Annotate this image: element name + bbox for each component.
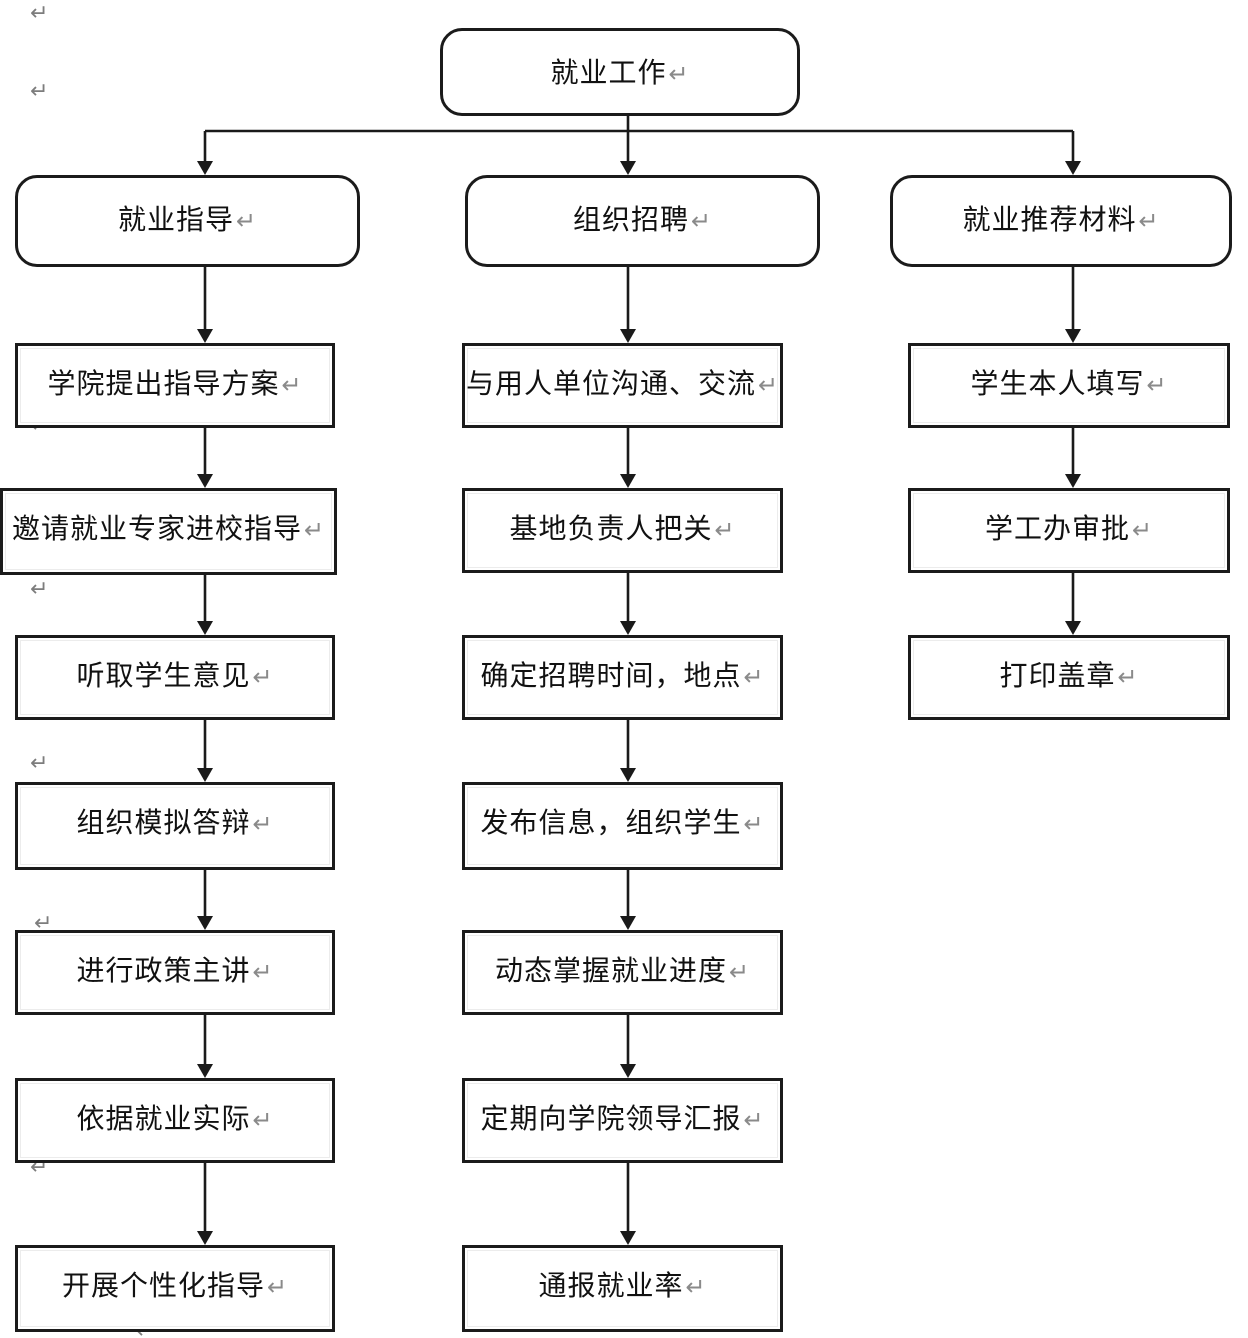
node-label: 邀请就业专家进校指导: [11, 513, 302, 544]
paragraph-mark-icon: ↵: [252, 1107, 274, 1134]
node-branch-recruitment: 组织招聘↵: [465, 175, 820, 267]
node-guidance-step-6: 依据就业实际↵: [15, 1078, 335, 1163]
node-recruitment-step-7: 通报就业率↵: [462, 1245, 783, 1332]
paragraph-mark-icon: ↵: [34, 910, 53, 935]
paragraph-mark-icon: ↵: [743, 811, 765, 838]
paragraph-mark-icon: ↵: [728, 959, 751, 986]
node-label: 就业推荐材料: [962, 204, 1137, 235]
paragraph-mark-icon: ↵: [30, 78, 49, 103]
node-guidance-step-5: 进行政策主讲↵: [15, 930, 335, 1015]
paragraph-mark-icon: ↵: [1146, 372, 1168, 399]
node-branch-guidance: 就业指导↵: [15, 175, 360, 267]
paragraph-mark-icon: ↵: [281, 372, 303, 399]
paragraph-mark-icon: ↵: [714, 517, 736, 544]
node-recruitment-step-1: 与用人单位沟通、交流↵: [462, 343, 783, 428]
node-guidance-step-2: 邀请就业专家进校指导↵: [0, 488, 337, 575]
node-guidance-step-7: 开展个性化指导↵: [15, 1245, 335, 1332]
node-label: 组织模拟答辩: [76, 807, 251, 838]
paragraph-mark-icon: ↵: [252, 811, 274, 838]
node-guidance-step-4: 组织模拟答辩↵: [15, 782, 335, 870]
node-root-label: 就业工作: [550, 57, 667, 88]
node-guidance-step-1: 学院提出指导方案↵: [15, 343, 335, 428]
node-branch-materials: 就业推荐材料↵: [890, 175, 1232, 267]
paragraph-mark-icon: ↵: [1117, 664, 1139, 691]
node-label: 确定招聘时间，地点: [480, 660, 742, 691]
node-label: 动态掌握就业进度: [494, 955, 727, 986]
node-label: 学生本人填写: [970, 368, 1145, 399]
node-label: 组织招聘: [572, 204, 689, 235]
paragraph-mark-icon: ↵: [30, 750, 49, 775]
node-label: 就业指导: [117, 204, 234, 235]
paragraph-mark-icon: ↵: [743, 1107, 765, 1134]
node-materials-step-3: 打印盖章↵: [908, 635, 1230, 720]
node-label: 进行政策主讲: [76, 955, 251, 986]
node-label: 学院提出指导方案: [47, 368, 280, 399]
paragraph-mark-icon: ↵: [252, 664, 274, 691]
paragraph-mark-icon: ↵: [743, 664, 765, 691]
node-label: 基地负责人把关: [509, 513, 713, 544]
node-label: 与用人单位沟通、交流: [465, 368, 756, 399]
node-recruitment-step-5: 动态掌握就业进度↵: [462, 930, 783, 1015]
paragraph-mark-icon: ↵: [690, 208, 713, 235]
node-label: 学工办审批: [984, 513, 1130, 544]
paragraph-mark-icon: ↵: [235, 208, 258, 235]
node-guidance-step-3: 听取学生意见↵: [15, 635, 335, 720]
node-materials-step-2: 学工办审批↵: [908, 488, 1230, 573]
paragraph-mark-icon: ↵: [252, 959, 274, 986]
paragraph-mark-icon: ↵: [757, 372, 780, 399]
node-label: 听取学生意见: [76, 660, 251, 691]
paragraph-mark-icon: ↵: [1138, 208, 1160, 235]
node-recruitment-step-4: 发布信息，组织学生↵: [462, 782, 783, 870]
paragraph-mark-icon: ↵: [303, 517, 326, 544]
paragraph-mark-icon: ↵: [685, 1274, 707, 1301]
node-label: 定期向学院领导汇报: [480, 1103, 742, 1134]
paragraph-mark-icon: ↵: [668, 61, 690, 88]
paragraph-mark-icon: ↵: [266, 1274, 289, 1301]
node-materials-step-1: 学生本人填写↵: [908, 343, 1230, 428]
node-label: 开展个性化指导: [61, 1270, 265, 1301]
node-recruitment-step-3: 确定招聘时间，地点↵: [462, 635, 783, 720]
paragraph-mark-icon: ↵: [30, 0, 49, 25]
node-label: 通报就业率: [538, 1270, 684, 1301]
node-label: 依据就业实际: [76, 1103, 251, 1134]
paragraph-mark-icon: ↵: [1131, 517, 1154, 544]
node-label: 发布信息，组织学生: [480, 807, 742, 838]
paragraph-mark-icon: ↵: [30, 576, 49, 601]
node-root: 就业工作↵: [440, 28, 800, 116]
node-label: 打印盖章: [999, 660, 1116, 691]
node-recruitment-step-2: 基地负责人把关↵: [462, 488, 783, 573]
node-recruitment-step-6: 定期向学院领导汇报↵: [462, 1078, 783, 1163]
